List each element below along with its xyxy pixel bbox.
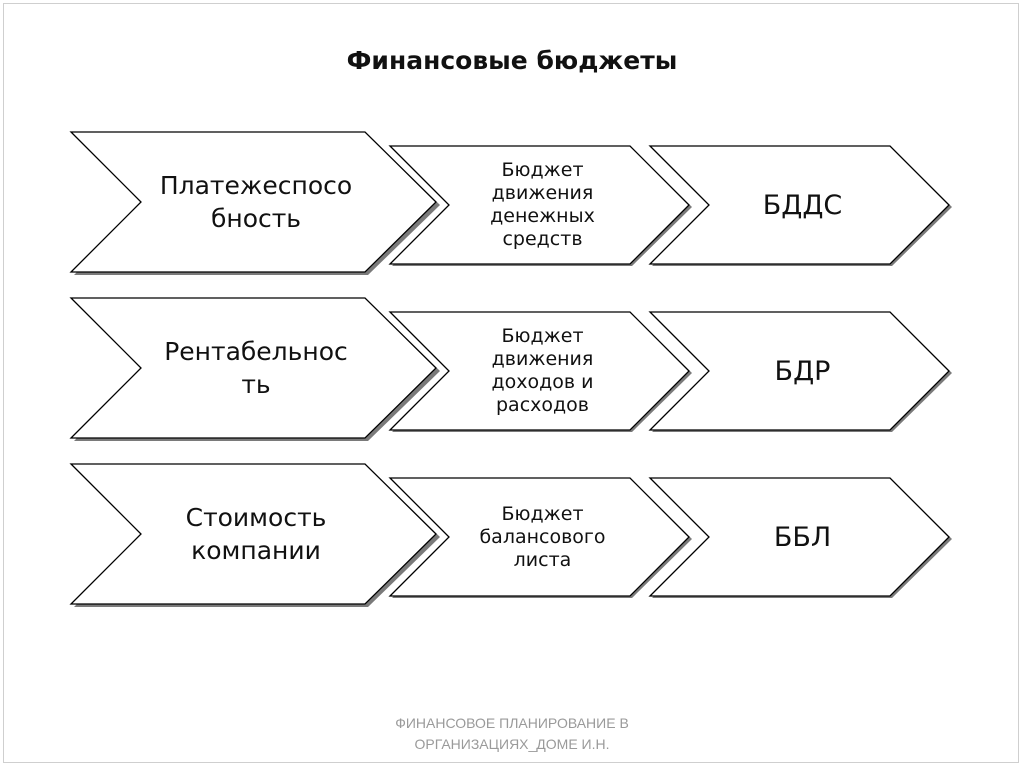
chevron-goal	[69, 297, 437, 439]
chevron-row	[69, 131, 952, 275]
abbr-label: БДР	[774, 355, 831, 387]
chevron-row	[69, 297, 952, 441]
chevron-goal	[69, 131, 437, 273]
chevron-abbr	[648, 311, 950, 431]
goal-label: Стоимость компании	[185, 503, 327, 565]
abbr-label: БДДС	[762, 189, 843, 221]
chevron-row	[69, 463, 952, 607]
chevron-budget	[388, 311, 690, 431]
goal-label: Платежеспосо бность	[159, 171, 353, 233]
slide-title: Финансовые бюджеты	[346, 46, 678, 75]
budget-label: Бюджет движения денежных средств	[490, 159, 595, 250]
chevron-abbr	[648, 477, 950, 597]
goal-label: Рентабельнос ть	[164, 337, 348, 399]
chevron-abbr	[648, 145, 950, 265]
chevron-budget	[388, 477, 690, 597]
footer-caption: ФИНАНСОВОЕ ПЛАНИРОВАНИЕ В ОРГАНИЗАЦИЯХ_Д…	[395, 715, 629, 752]
slide-frame	[3, 3, 1019, 763]
abbr-label: ББЛ	[773, 521, 832, 553]
budget-label: Бюджет балансового листа	[479, 502, 606, 571]
chevron-goal	[69, 463, 437, 605]
chevron-budget	[388, 145, 690, 265]
budget-label: Бюджет движения доходов и расходов	[491, 325, 594, 416]
